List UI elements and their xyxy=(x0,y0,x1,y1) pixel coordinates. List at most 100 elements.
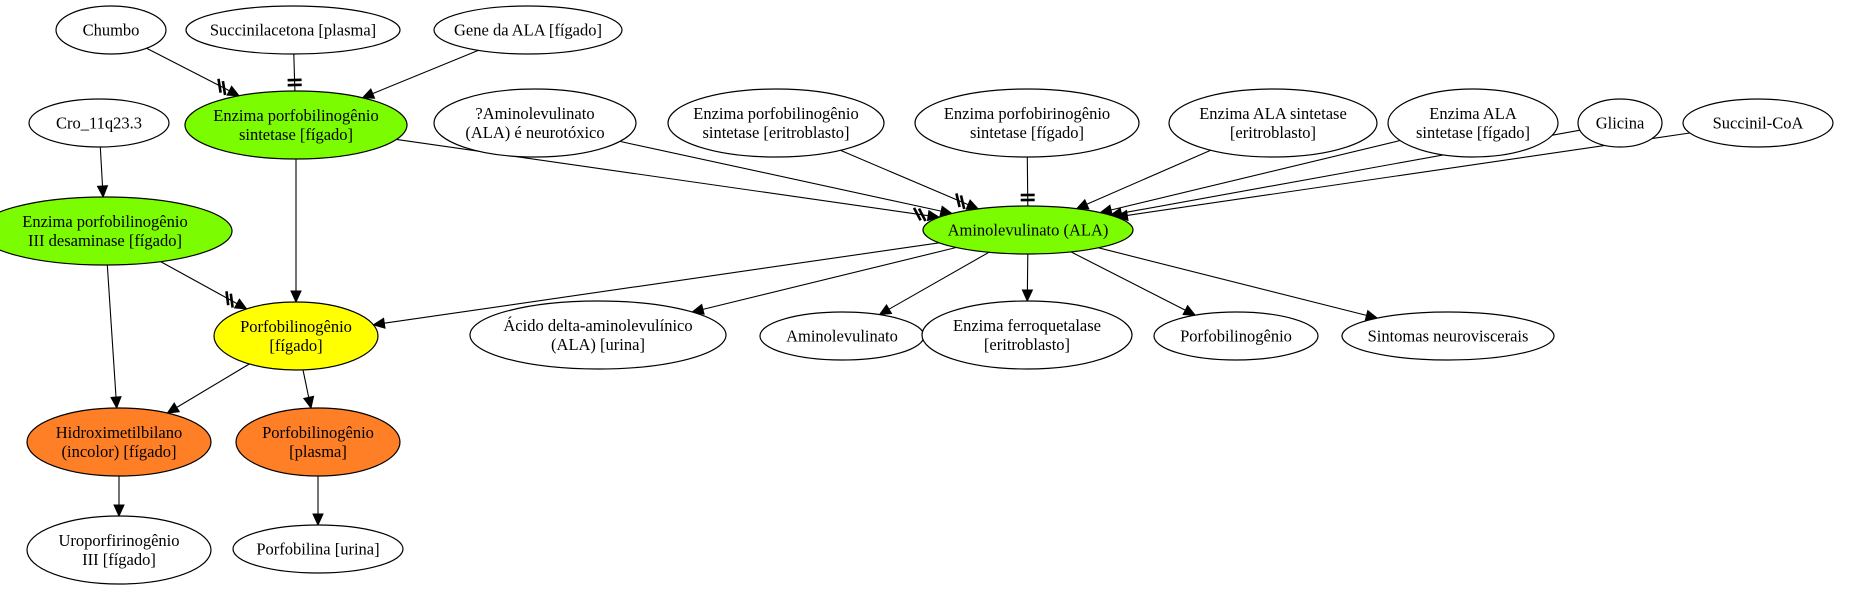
node-ferroquetalase: Enzima ferroquetalase[eritroblasto] xyxy=(921,300,1133,370)
inhibition-mark xyxy=(221,80,227,96)
edge-pbg_desaminase-to-hidroximetilbilano xyxy=(106,264,122,410)
edge-succinilacetona-to-pbg_sintetase_figado xyxy=(287,53,302,92)
inhibition-mark xyxy=(955,193,961,208)
edge-pbg_figado-to-pbg_plasma xyxy=(302,369,315,410)
node-label: III desaminase [fígado] xyxy=(28,231,182,250)
node-ala-neurotoxico: ?Aminolevulinato(ALA) é neurotóxico xyxy=(433,88,637,158)
node-label: Ácido delta-aminolevulínico xyxy=(503,316,692,335)
arrowhead xyxy=(110,396,122,410)
node-label: Sintomas neuroviscerais xyxy=(1368,327,1529,346)
arrowhead xyxy=(1021,289,1034,303)
arrowhead xyxy=(226,85,241,97)
node-ala-sintetase-eritro: Enzima ALA sintetase[eritroblasto] xyxy=(1168,88,1378,158)
inhibition-mark xyxy=(917,207,927,222)
node-label: Chumbo xyxy=(83,21,140,40)
arrowhead xyxy=(361,88,376,99)
node-label: Enzima porfobilinogênio xyxy=(213,106,378,125)
node-gene-ala: Gene da ALA [fígado] xyxy=(433,5,623,55)
node-label: Porfobilinogênio xyxy=(240,317,352,336)
node-shape xyxy=(235,407,401,477)
node-label: Enzima ferroquetalase xyxy=(953,316,1101,335)
node-shape xyxy=(469,300,727,370)
arrowhead xyxy=(290,290,302,304)
node-label: Cro_11q23.3 xyxy=(56,114,142,133)
edge-pbg_plasma-to-porfobilina_urina xyxy=(312,476,324,527)
node-shape xyxy=(28,98,170,148)
inhibition-mark xyxy=(225,291,230,306)
node-acido-ala-urina: Ácido delta-aminolevulínico(ALA) [urina] xyxy=(469,300,727,370)
node-label: Porfobilinogênio xyxy=(262,423,374,442)
node-label: Porfobilinogênio xyxy=(1180,327,1292,346)
arrowhead xyxy=(1075,198,1090,210)
arrowhead xyxy=(302,395,315,410)
arrowhead xyxy=(312,513,324,527)
node-label: III [fígado] xyxy=(82,550,156,569)
node-pbg-plasma: Porfobilinogênio[plasma] xyxy=(235,407,401,477)
edge-ala-to-ferroquetalase xyxy=(1021,253,1034,303)
node-shape xyxy=(26,515,212,585)
node-label: Enzima porfobilinogênio xyxy=(22,212,187,231)
inhibition-mark xyxy=(217,78,222,93)
node-label: (ALA) é neurotóxico xyxy=(465,123,604,142)
node-label: Porfobilina [urina] xyxy=(256,540,379,559)
node-shape xyxy=(26,407,212,477)
node-hidroximetilbilano: Hidroximetilbilano(incolor) [fígado] xyxy=(26,407,212,477)
node-cro: Cro_11q23.3 xyxy=(28,98,170,148)
edge-ala-to-porfobilinogenio xyxy=(1070,251,1197,316)
node-shape xyxy=(433,5,623,55)
edge-pbg_desaminase-to-pbg_figado xyxy=(160,261,248,310)
node-shape xyxy=(184,90,408,160)
node-label: Uroporfirinogênio xyxy=(59,531,180,550)
arrowhead xyxy=(965,199,980,210)
node-label: Glicina xyxy=(1596,114,1645,133)
node-succinilacetona: Succinilacetona [plasma] xyxy=(185,5,401,55)
node-label: Hidroximetilbilano xyxy=(56,423,182,442)
edge-ala-to-pbg_figado xyxy=(372,242,940,329)
arrowhead xyxy=(878,303,893,316)
node-shape xyxy=(1682,98,1834,148)
arrowhead xyxy=(372,317,386,329)
node-label: Enzima porfobirinogênio xyxy=(944,104,1110,123)
node-label: [fígado] xyxy=(269,336,322,355)
node-shape xyxy=(433,88,637,158)
node-shape xyxy=(0,196,233,266)
node-aminolevulinato: Aminolevulinato xyxy=(759,311,925,361)
node-label: Enzima porfobilinogênio xyxy=(693,104,858,123)
node-shape xyxy=(232,524,404,574)
node-pbg-figado: Porfobilinogênio[fígado] xyxy=(213,301,379,371)
node-shape xyxy=(667,88,885,158)
node-shape xyxy=(1577,98,1663,148)
node-label: Enzima ALA sintetase xyxy=(1199,104,1347,123)
node-label: Aminolevulinato xyxy=(786,327,898,346)
node-shape xyxy=(914,88,1140,158)
node-label: [eritroblasto] xyxy=(1230,123,1316,142)
edge-ala_sintetase_eritro-to-ala xyxy=(1075,149,1211,210)
edge-hidroximetilbilano-to-uroporfirinogenio xyxy=(113,476,125,518)
node-label: sintetase [fígado] xyxy=(1416,123,1530,142)
inhibition-mark xyxy=(959,195,966,210)
node-label: Enzima ALA xyxy=(1429,104,1517,123)
node-shape xyxy=(921,300,1133,370)
node-shape xyxy=(1341,311,1555,361)
node-label: sintetase [fígado] xyxy=(239,125,353,144)
edge-cro-to-pbg_desaminase xyxy=(96,146,109,199)
edge-porfobirinogenio_sintetase-to-ala xyxy=(1020,156,1035,207)
node-label: Succinil-CoA xyxy=(1713,114,1804,133)
edge-pbg_figado-to-hidroximetilbilano xyxy=(166,363,250,414)
node-shape xyxy=(213,301,379,371)
arrowhead xyxy=(233,298,248,310)
node-label: (ALA) [urina] xyxy=(551,335,645,354)
node-porfobilina-urina: Porfobilina [urina] xyxy=(232,524,404,574)
node-label: (incolor) [fígado] xyxy=(62,442,177,461)
edge-ala-to-sintomas xyxy=(1098,247,1379,321)
node-label: Succinilacetona [plasma] xyxy=(210,21,376,40)
arrowhead xyxy=(113,504,125,518)
node-shape xyxy=(1153,311,1319,361)
inhibition-mark xyxy=(912,207,922,221)
node-porfobilinogenio: Porfobilinogênio xyxy=(1153,311,1319,361)
node-label: Gene da ALA [fígado] xyxy=(454,21,602,40)
edge-ala-to-aminolevulinato xyxy=(878,251,990,316)
